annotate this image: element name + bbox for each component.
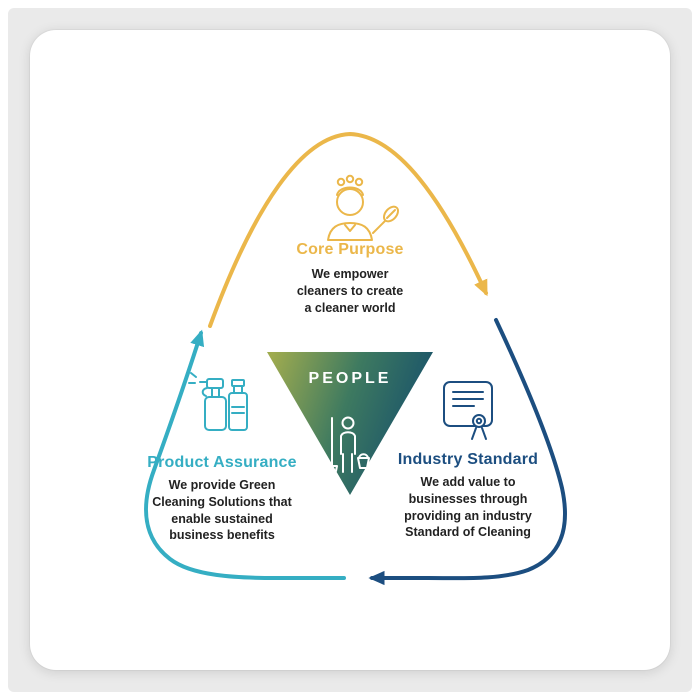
section-description-product-assurance: We provide Green Cleaning Solutions that…: [152, 478, 292, 543]
cleaning-bottles-icon: [188, 372, 248, 431]
section-title-product-assurance: Product Assurance: [147, 454, 297, 471]
arrow-core-purpose: [208, 131, 488, 328]
section-description-core-purpose: We empower cleaners to create a cleaner …: [296, 267, 404, 315]
cleaning-lady-duster-icon: [327, 174, 400, 241]
arrow-product-assurance: [144, 329, 346, 580]
cycle-diagram: [144, 131, 567, 586]
certificate-icon: [443, 381, 493, 440]
section-description-industry-standard: We add value to businesses through provi…: [404, 475, 532, 540]
section-title-industry-standard: Industry Standard: [397, 451, 539, 468]
infographic-card: PEOPLE Core Purpose We empower cleaners …: [30, 30, 670, 670]
cleaner-with-mop-icon: [326, 416, 370, 473]
people-label: PEOPLE: [308, 370, 392, 387]
section-title-core-purpose: Core Purpose: [296, 241, 404, 258]
arrow-industry-standard: [368, 318, 567, 586]
people-triangle: [267, 352, 433, 495]
